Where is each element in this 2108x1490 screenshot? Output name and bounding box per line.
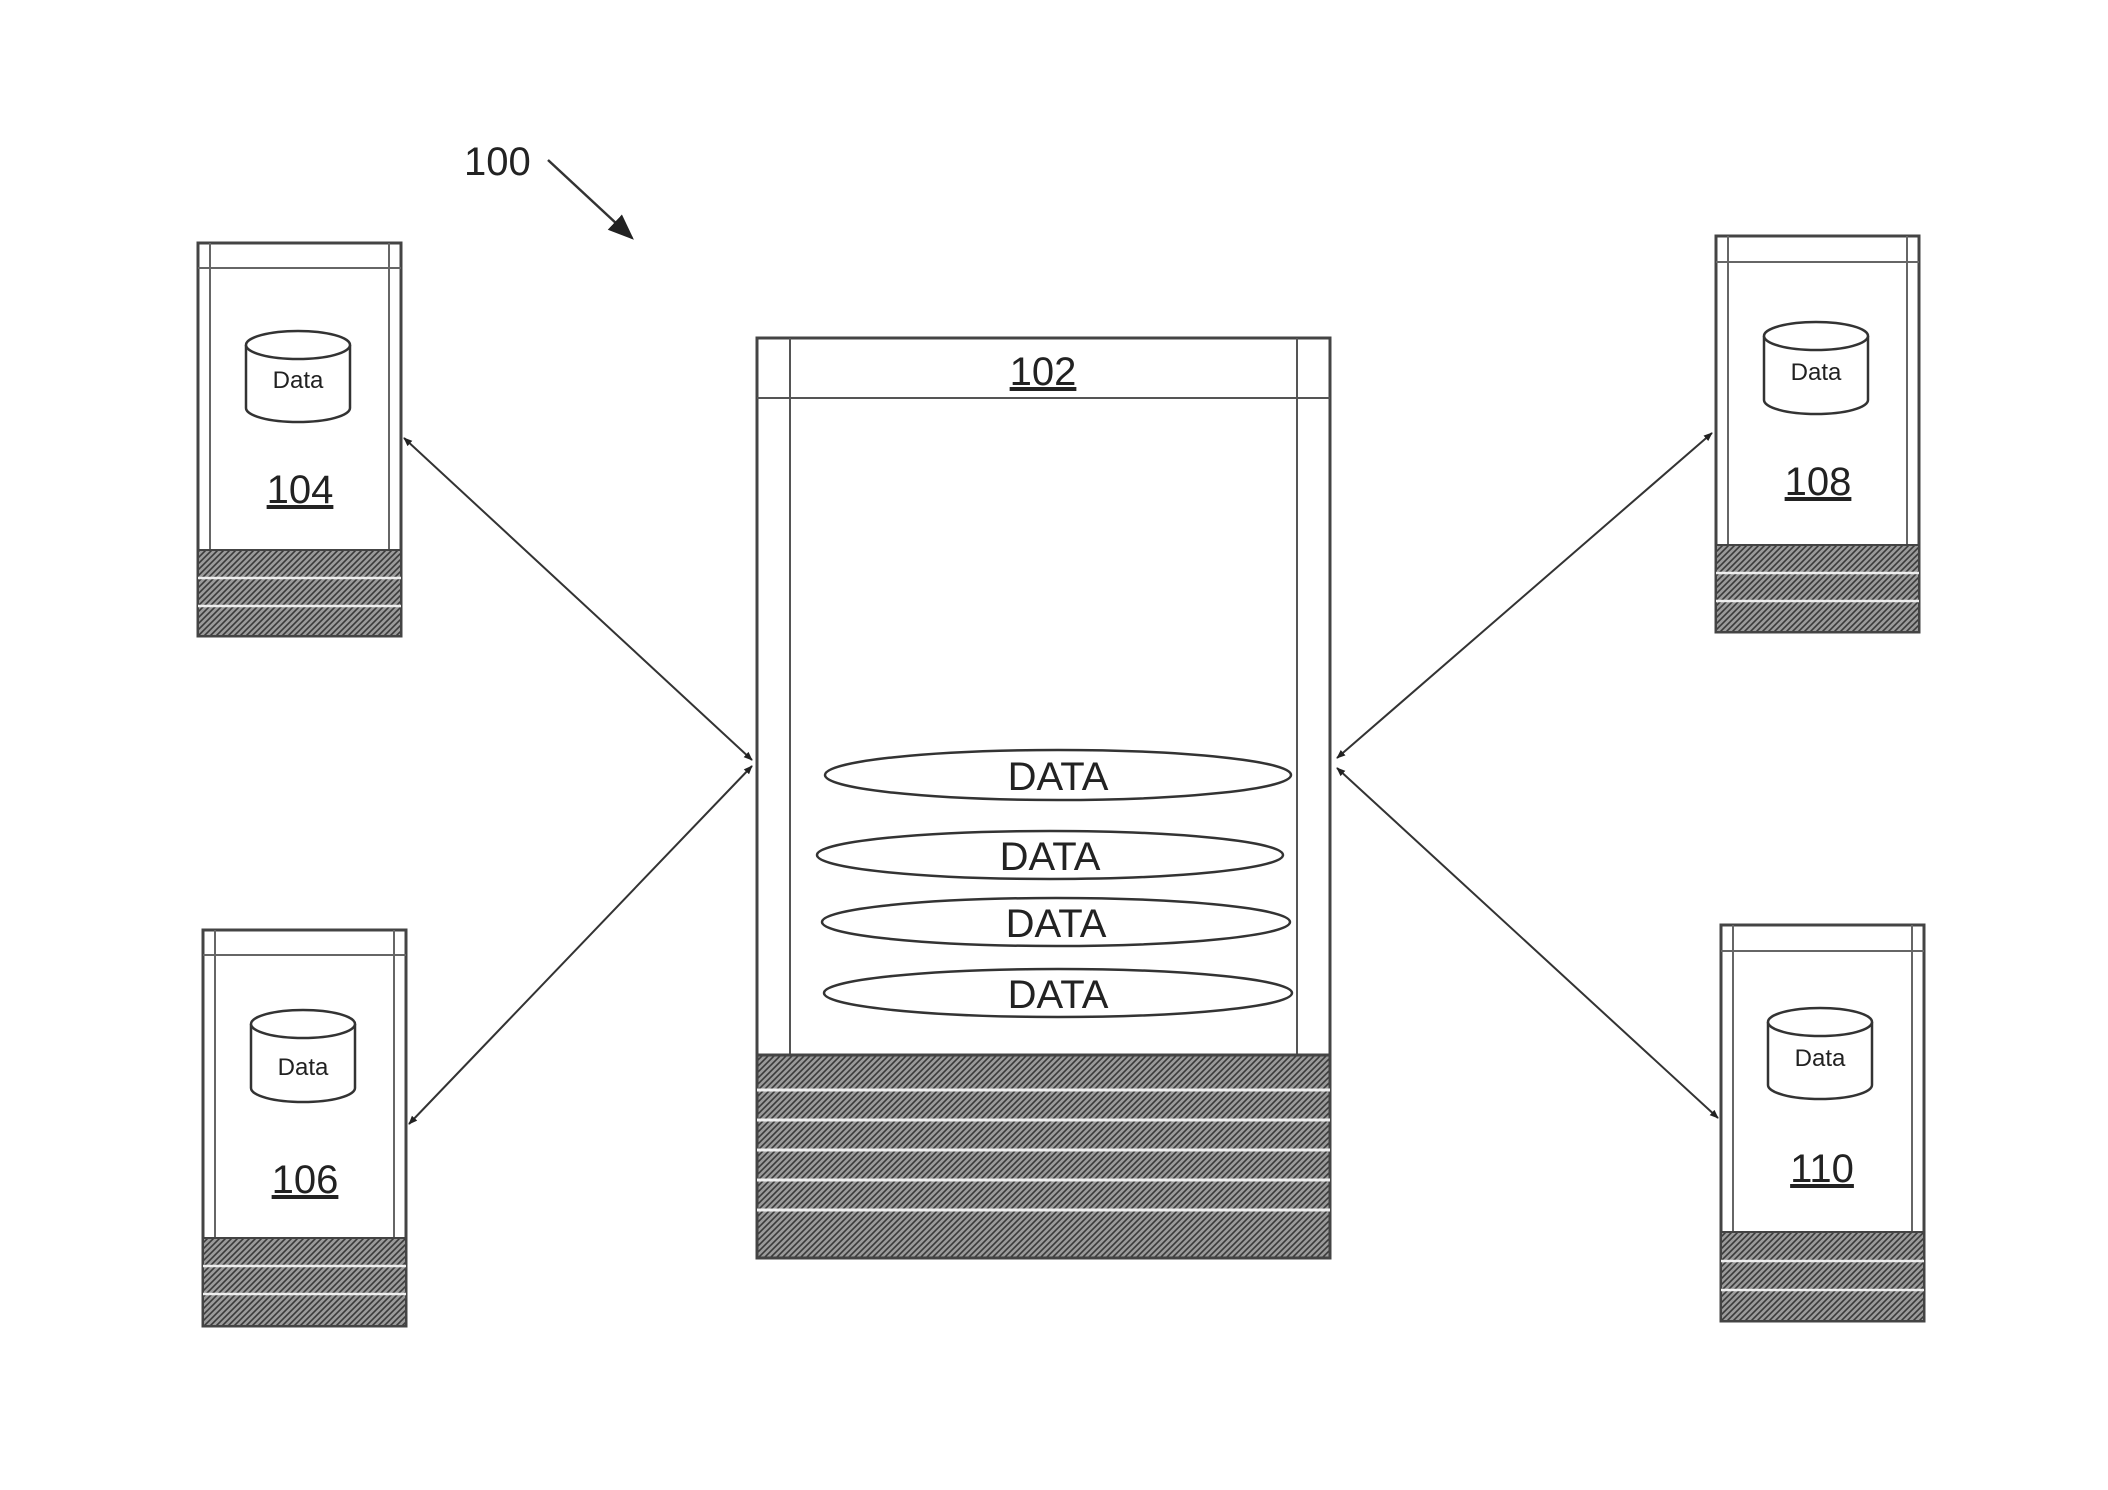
device-base <box>1721 1232 1924 1321</box>
data-disk-label: DATA <box>1000 835 1101 879</box>
device-base <box>1716 545 1919 632</box>
device-base <box>203 1238 406 1326</box>
device-label: 110 <box>1790 1147 1854 1191</box>
server-base <box>757 1055 1330 1258</box>
link-110-server <box>1337 768 1718 1118</box>
database-icon: Data <box>246 331 350 422</box>
data-disk: DATA <box>825 750 1291 800</box>
link-108-server <box>1337 433 1712 758</box>
device-106: Data 106 <box>203 930 406 1326</box>
figure-ref-label: 100 <box>464 140 531 184</box>
server-102: 102 DATA DATA DATA DATA <box>757 338 1330 1258</box>
device-label: 106 <box>272 1158 339 1202</box>
device-110: Data 110 <box>1721 925 1924 1321</box>
data-disk: DATA <box>824 969 1292 1017</box>
database-label: Data <box>273 367 324 394</box>
data-disk-label: DATA <box>1008 973 1109 1017</box>
device-label: 104 <box>267 468 334 512</box>
database-icon: Data <box>251 1010 355 1102</box>
device-label: 108 <box>1785 460 1852 504</box>
data-disk: DATA <box>817 831 1283 879</box>
link-106-server <box>409 766 752 1124</box>
database-label: Data <box>278 1054 329 1081</box>
data-disk-label: DATA <box>1006 902 1107 946</box>
device-108: Data 108 <box>1716 236 1919 632</box>
server-label: 102 <box>1010 350 1077 394</box>
database-icon: Data <box>1768 1008 1872 1099</box>
database-label: Data <box>1795 1045 1846 1072</box>
data-disk: DATA <box>822 898 1290 946</box>
figure-pointer-arrow <box>548 160 632 238</box>
device-104: Data 104 <box>198 243 401 636</box>
data-disk-label: DATA <box>1008 755 1109 799</box>
figure-reference: 100 <box>464 140 632 238</box>
database-icon: Data <box>1764 322 1868 414</box>
link-104-server <box>404 438 752 760</box>
database-label: Data <box>1791 359 1842 386</box>
device-base <box>198 550 401 636</box>
